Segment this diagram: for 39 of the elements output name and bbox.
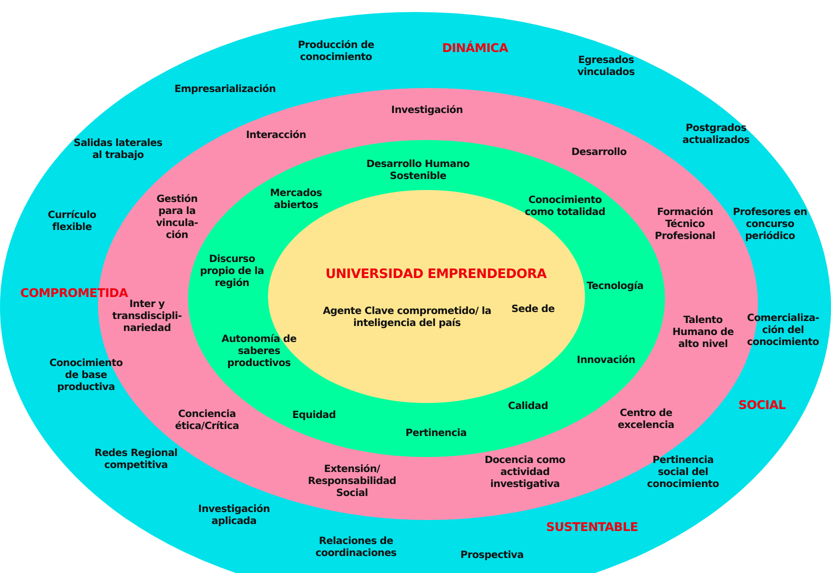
- ring-label: Calidad: [508, 401, 548, 413]
- category-heading: SOCIAL: [738, 399, 786, 411]
- ring-label: Docencia como actividad investigativa: [484, 455, 566, 491]
- ring-label: Conocimiento como totalidad: [524, 195, 606, 219]
- ring-label: Centro de excelencia: [616, 408, 676, 432]
- ring-label: Talento Humano de alto nivel: [671, 315, 735, 351]
- ring-label: Pertinencia: [405, 428, 467, 440]
- ring-label: Egresados vinculados: [576, 55, 636, 79]
- ring-label: Postgrados actualizados: [681, 123, 751, 147]
- ring-label: Pertinencia social del conocimiento: [646, 455, 720, 491]
- ring-label: Innovación: [576, 355, 636, 367]
- ring-label: Formación Técnico Profesional: [654, 207, 716, 243]
- ring-label: Empresarialización: [174, 84, 276, 96]
- ring-label: Autonomía de saberes productivos: [222, 334, 296, 370]
- ring-label: Redes Regional competitiva: [94, 448, 178, 472]
- ring-label: Investigación aplicada: [197, 504, 271, 528]
- ring-label: Relaciones de coordinaciones: [314, 536, 398, 560]
- ring-label: Producción de conocimiento: [296, 40, 376, 64]
- ring-label: Investigación: [391, 105, 463, 117]
- ring-label: Inter y transdiscipli- nariedad: [111, 299, 183, 335]
- center-title: UNIVERSIDAD EMPRENDEDORA: [325, 269, 547, 281]
- ring-label: Discurso propio de la región: [199, 254, 265, 290]
- ring-label: Sede de: [511, 304, 555, 316]
- ring-label: Desarrollo: [571, 147, 627, 159]
- ring-label: Desarrollo Humano Sostenible: [365, 159, 471, 183]
- category-heading: DINÁMICA: [442, 42, 508, 54]
- ring-label: Salidas laterales al trabajo: [72, 138, 164, 162]
- ring-label: Conciencia ética/Crítica: [174, 409, 240, 433]
- ring-label: Gestión para la vincula- ción: [154, 194, 200, 242]
- ring-label: Tecnología: [586, 281, 644, 293]
- ring-label: Interacción: [246, 130, 306, 142]
- ring-label: Profesores en concurso periódico: [732, 207, 808, 243]
- ring-label: Mercados abiertos: [269, 188, 323, 212]
- ring-label: Prospectiva: [460, 550, 524, 562]
- ring-label: Equidad: [292, 410, 336, 422]
- ring-label: Extensión/ Responsabilidad Social: [306, 464, 398, 500]
- ring-label: Currículo flexible: [46, 210, 98, 234]
- ring-label: Agente Clave comprometido/ la inteligencia del país: [322, 306, 492, 330]
- category-heading: SUSTENTABLE: [546, 521, 638, 533]
